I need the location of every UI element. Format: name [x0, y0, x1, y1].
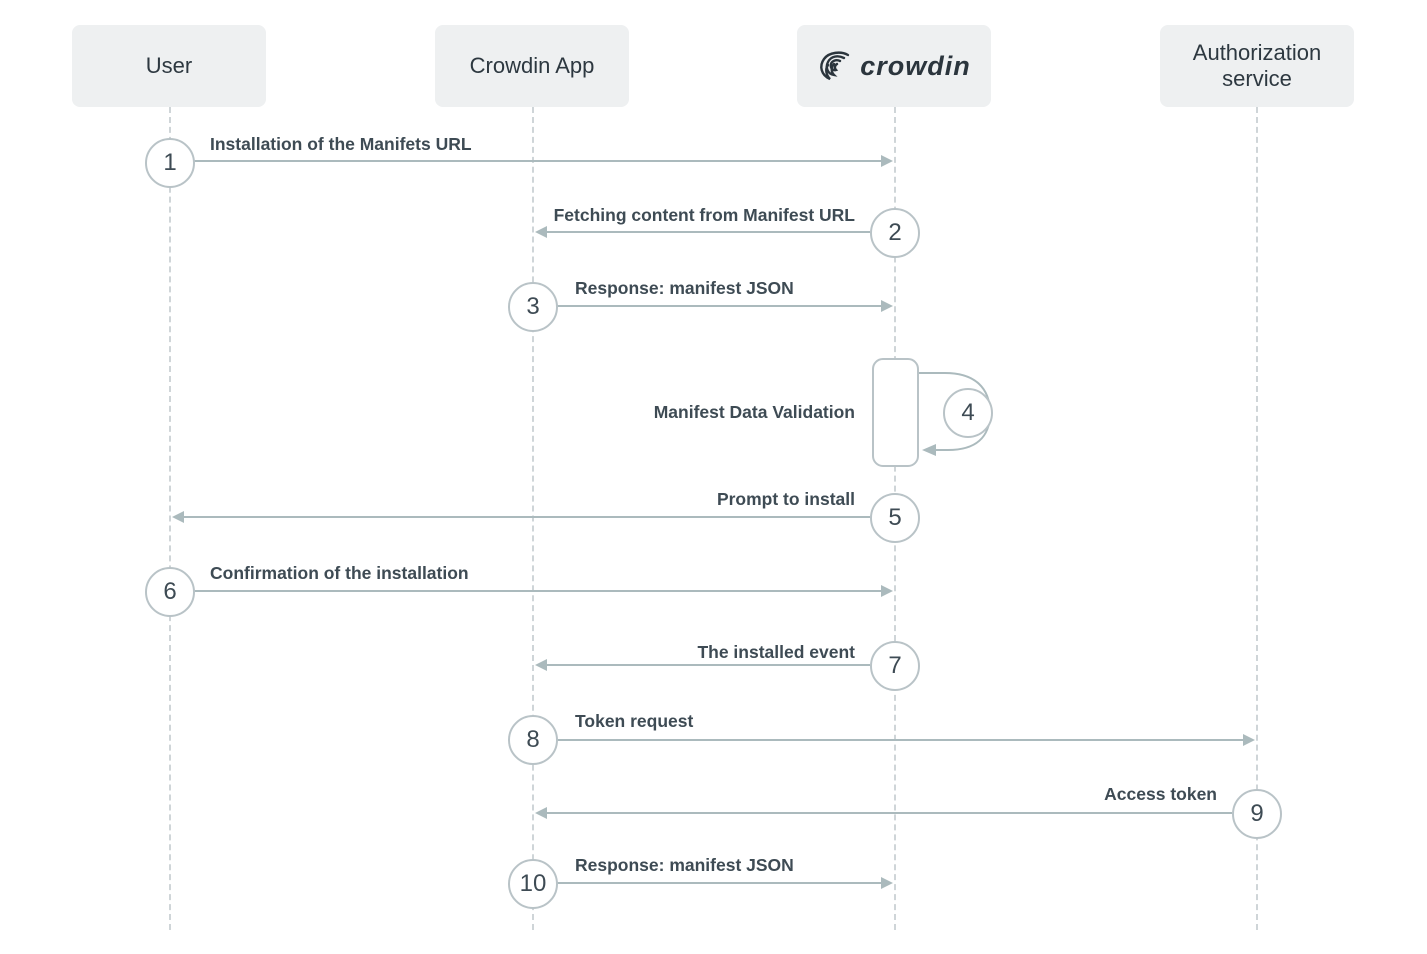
step-number-3: 3: [526, 293, 540, 320]
message-arrow-5: [184, 516, 870, 518]
arrowhead-right-3: [881, 300, 893, 312]
step-badge-1: 1: [145, 138, 195, 188]
actor-authorization-service: Authorization service: [1160, 25, 1354, 107]
step-badge-7: 7: [870, 641, 920, 691]
message-arrow-9: [547, 812, 1232, 814]
arrowhead-left-2: [535, 226, 547, 238]
message-label-8: Token request: [575, 711, 694, 731]
step-number-1: 1: [163, 149, 177, 176]
message-arrow-10: [556, 882, 881, 884]
message-arrow-2: [547, 231, 870, 233]
arrowhead-left-9: [535, 807, 547, 819]
message-label-1: Installation of the Manifets URL: [210, 134, 472, 154]
step-badge-5: 5: [870, 493, 920, 543]
actor-authorization-service-label: Authorization service: [1192, 40, 1322, 91]
step-badge-10: 10: [508, 859, 558, 909]
message-label-7: The installed event: [697, 642, 855, 662]
message-label-9: Access token: [1104, 784, 1217, 804]
message-arrow-8: [556, 739, 1243, 741]
arrowhead-left-5: [172, 511, 184, 523]
step-badge-2: 2: [870, 208, 920, 258]
step-number-8: 8: [526, 726, 540, 753]
step-badge-8: 8: [508, 715, 558, 765]
actor-crowdin-app-label: Crowdin App: [469, 53, 595, 78]
crowdin-logo-icon: [820, 51, 850, 81]
message-label-4: Manifest Data Validation: [653, 402, 855, 422]
step-number-10: 10: [519, 870, 547, 897]
arrowhead-right-1: [881, 155, 893, 167]
message-arrow-3: [556, 305, 881, 307]
message-arrow-6: [193, 590, 881, 592]
message-label-6: Confirmation of the installation: [210, 563, 469, 583]
crowdin-logo: crowdin: [817, 50, 971, 82]
actor-crowdin: crowdin: [797, 25, 991, 107]
arrowhead-left-7: [535, 659, 547, 671]
arrowhead-right-6: [881, 585, 893, 597]
arrowhead-right-10: [881, 877, 893, 889]
step-badge-4: 4: [943, 388, 993, 438]
actor-crowdin-app: Crowdin App: [435, 25, 629, 107]
step-badge-6: 6: [145, 567, 195, 617]
actor-user-label: User: [145, 53, 193, 78]
message-arrow-1: [193, 160, 881, 162]
message-label-10: Response: manifest JSON: [575, 855, 794, 875]
step-number-2: 2: [888, 219, 902, 246]
step-number-5: 5: [888, 504, 902, 531]
message-label-5: Prompt to install: [716, 489, 855, 509]
step-badge-3: 3: [508, 282, 558, 332]
lifeline-authorization-service: [1256, 107, 1258, 930]
actor-user: User: [72, 25, 266, 107]
step-number-7: 7: [888, 652, 902, 679]
step-number-6: 6: [163, 578, 177, 605]
message-arrow-7: [547, 664, 870, 666]
step-number-9: 9: [1250, 800, 1264, 827]
arrowhead-right-8: [1243, 734, 1255, 746]
message-label-2: Fetching content from Manifest URL: [553, 205, 855, 225]
step-number-4: 4: [961, 399, 975, 426]
activation-box: [872, 358, 919, 467]
lifeline-user: [169, 107, 171, 930]
lifeline-crowdin-app: [532, 107, 534, 930]
message-label-3: Response: manifest JSON: [575, 278, 794, 298]
step-badge-9: 9: [1232, 789, 1282, 839]
crowdin-logo-wordmark: crowdin: [860, 51, 971, 81]
